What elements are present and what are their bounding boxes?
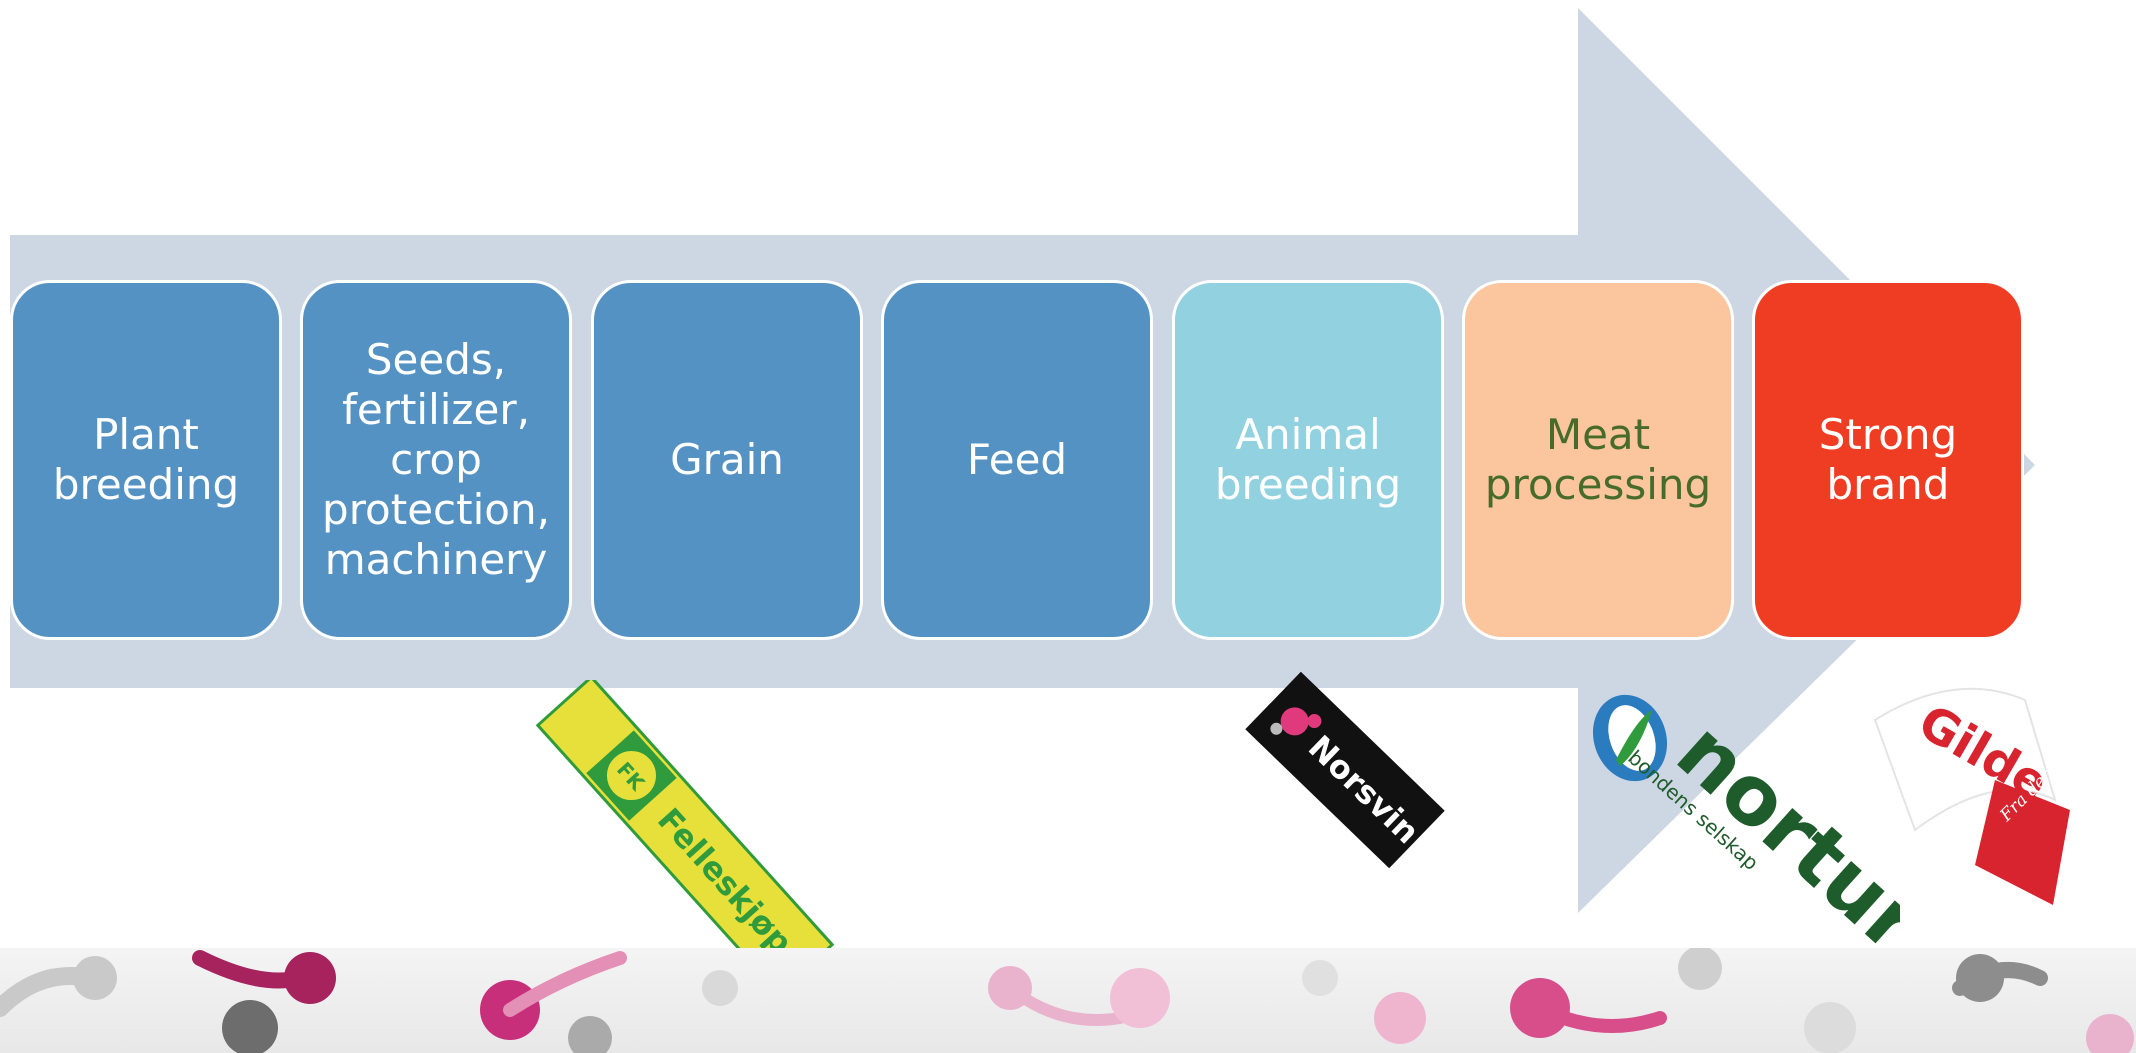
norsvin-logo: Norsvin xyxy=(1245,671,1445,869)
step-meat-processing: Meat processing xyxy=(1462,280,1734,640)
step-animal-breeding: Animal breeding xyxy=(1172,280,1444,640)
step-label: Animal breeding xyxy=(1214,410,1402,509)
step-label: Strong brand xyxy=(1818,410,1958,509)
step-label: Grain xyxy=(670,435,784,484)
step-label: Meat processing xyxy=(1484,410,1712,509)
felleskjopet-logo: FK Felleskjøpet xyxy=(535,680,835,990)
gilde-logo: Gilde Fra den norske bonden xyxy=(1873,670,2095,905)
step-label: Plant breeding xyxy=(52,410,240,509)
molecule-decoration xyxy=(0,948,2136,1053)
step-strong-brand: Strong brand xyxy=(1752,280,2024,640)
step-feed: Feed xyxy=(881,280,1153,640)
nortura-logo: nortura bondens selskap xyxy=(1592,694,1900,970)
step-grain: Grain xyxy=(591,280,863,640)
step-seeds-fertilizer: Seeds, fertilizer, crop protection, mach… xyxy=(300,280,572,640)
step-plant-breeding: Plant breeding xyxy=(10,280,282,640)
step-label: Seeds, fertilizer, crop protection, mach… xyxy=(322,335,550,584)
step-label: Feed xyxy=(966,435,1068,484)
